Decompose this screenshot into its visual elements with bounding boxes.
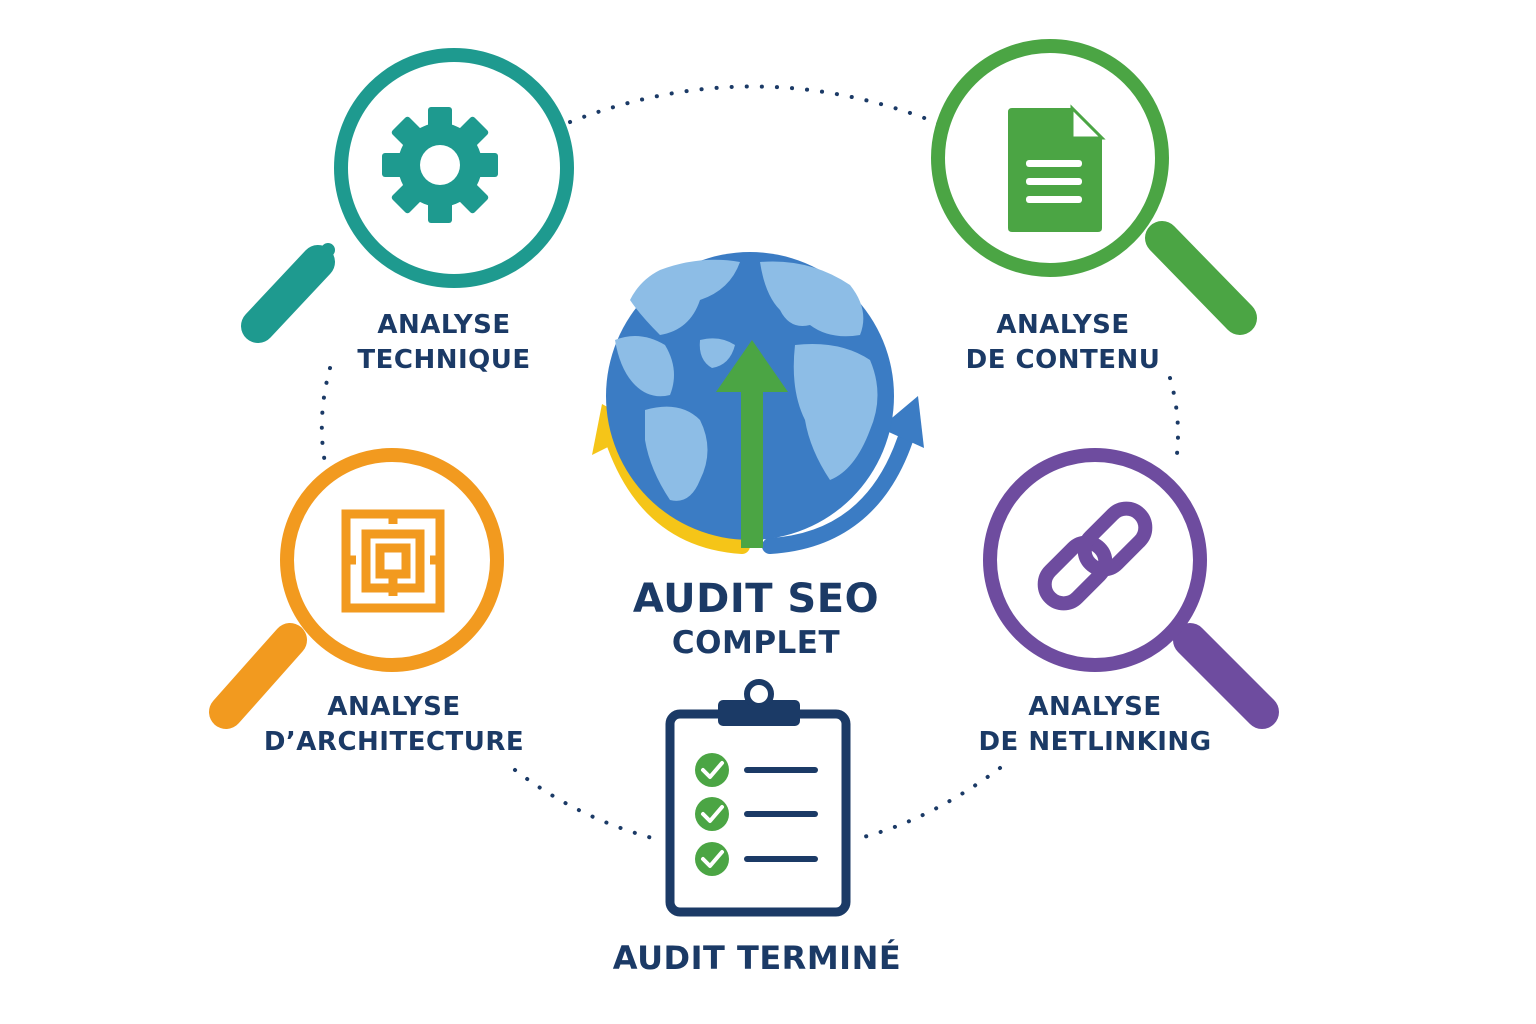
label-analyse-technique: ANALYSE TECHNIQUE (357, 308, 530, 378)
label-analyse-contenu: ANALYSE DE CONTENU (966, 308, 1161, 378)
label-technique-line1: ANALYSE (377, 310, 511, 340)
maze-icon (341, 509, 445, 613)
label-contenu-line1: ANALYSE (996, 310, 1130, 340)
label-netlinking-line2: DE NETLINKING (978, 727, 1212, 757)
link-icon (1037, 501, 1153, 611)
label-technique-line2: TECHNIQUE (357, 345, 531, 375)
clipboard-checklist-icon (665, 679, 851, 917)
connector-technique-architecture (319, 366, 332, 470)
globe-continents (615, 259, 878, 501)
label-contenu-line2: DE CONTENU (965, 345, 1161, 375)
connector-contenu-netlinking (1168, 376, 1180, 464)
center-title-line1: AUDIT SEO (632, 576, 880, 622)
check-item-3 (695, 842, 818, 876)
label-netlinking-line1: ANALYSE (1028, 692, 1162, 722)
magnifier-technique (241, 48, 574, 343)
magnifier-architecture (209, 448, 504, 729)
dotted-connectors (319, 84, 1180, 842)
label-architecture-line2: D’ARCHITECTURE (263, 727, 525, 757)
arc-right-arrow (762, 432, 913, 554)
connector-architecture-done (513, 768, 662, 842)
label-architecture-line1: ANALYSE (327, 692, 461, 722)
magnifier-contenu (931, 39, 1257, 335)
gear-icon (382, 107, 498, 223)
label-analyse-architecture: ANALYSE D’ARCHITECTURE (264, 690, 524, 760)
document-icon (1008, 104, 1106, 232)
label-audit-termine: AUDIT TERMINÉ (612, 939, 902, 977)
globe-with-up-arrow-icon (592, 252, 924, 554)
center-title-line2: COMPLET (671, 625, 841, 661)
check-item-1 (695, 753, 818, 787)
center-title: AUDIT SEO COMPLET (633, 575, 879, 663)
check-item-2 (695, 797, 818, 831)
label-analyse-netlinking: ANALYSE DE NETLINKING (978, 690, 1211, 760)
connector-netlinking-done (858, 766, 1002, 840)
connector-technique-contenu (568, 84, 942, 126)
magnifier-netlinking (983, 448, 1279, 729)
arc-left-arrow (607, 437, 750, 554)
